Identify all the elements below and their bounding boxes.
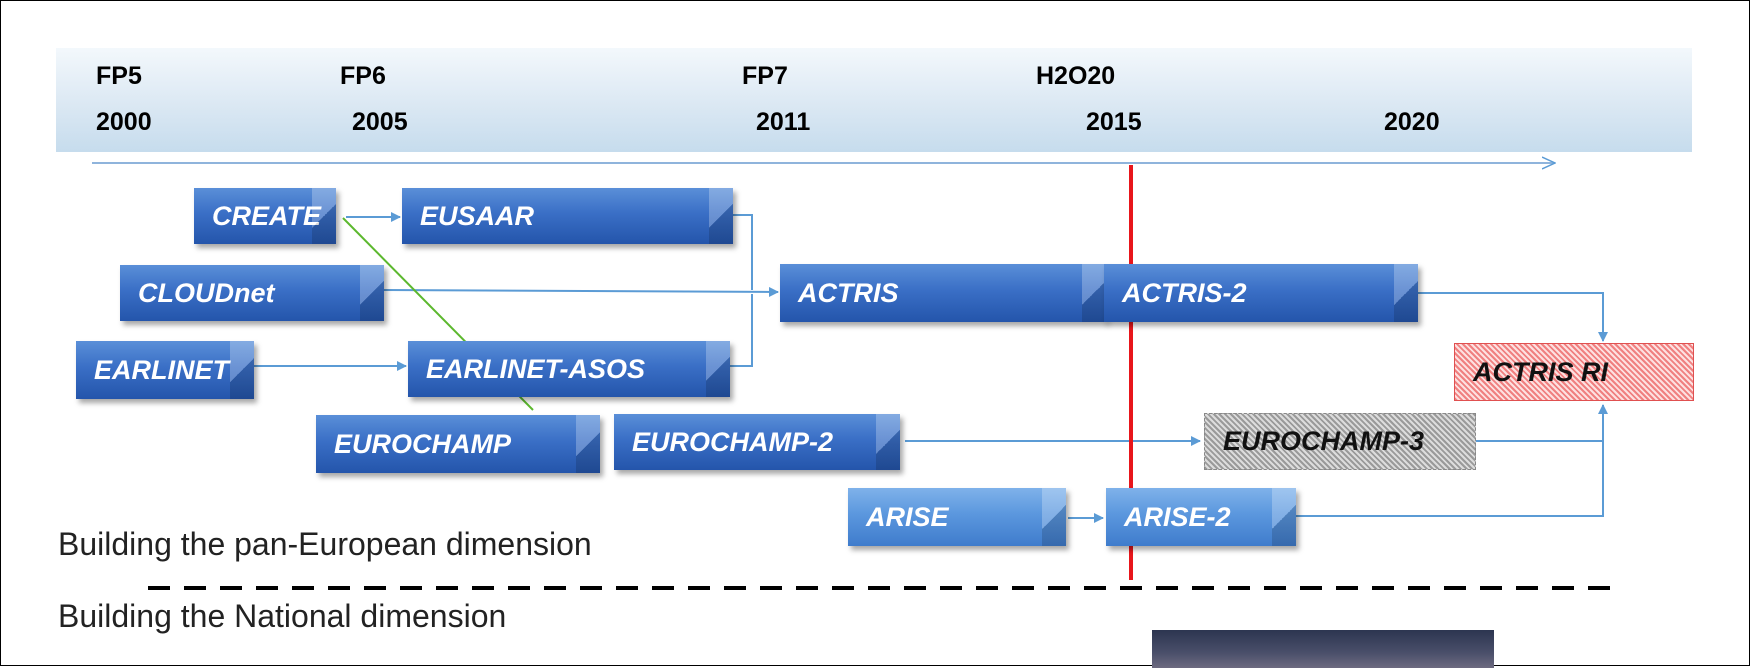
caption-pan-european: Building the pan-European dimension	[58, 526, 592, 562]
project-label: EUROCHAMP-2	[632, 426, 834, 457]
project-label: EARLINET	[94, 354, 229, 385]
project-box-eurochamp: EUROCHAMP	[316, 415, 600, 473]
programme-label-fp7: FP7	[742, 62, 788, 90]
actris2-to-actris-ri-connector	[1418, 292, 1608, 342]
caption-national: Building the National dimension	[58, 598, 507, 634]
project-box-eurochamp-2: EUROCHAMP-2	[614, 414, 900, 470]
project-label: EUROCHAMP	[334, 428, 512, 459]
project-label: ACTRIS-2	[1122, 277, 1247, 308]
project-box-actris-2: ACTRIS-2	[1104, 264, 1418, 322]
year-label-2000: 2000	[96, 108, 152, 136]
year-label-2015: 2015	[1086, 108, 1142, 136]
project-box-arise: ARISE	[848, 488, 1066, 546]
project-label: EUSAAR	[420, 200, 535, 231]
project-box-earlinet: EARLINET	[76, 341, 254, 399]
project-label: ARISE	[866, 501, 949, 532]
project-box-eurochamp-3: EUROCHAMP-3	[1204, 413, 1476, 470]
programme-label-fp5: FP5	[96, 62, 142, 90]
project-box-cloudnet: CLOUDnet	[120, 265, 384, 321]
eusaar-to-actris-connector	[733, 214, 753, 290]
photo-thumbnail	[1152, 630, 1494, 668]
project-label: ACTRIS	[798, 277, 899, 308]
project-label: EUROCHAMP-3	[1223, 426, 1425, 456]
project-label: EARLINET-ASOS	[426, 353, 646, 384]
project-box-eusaar: EUSAAR	[402, 188, 733, 244]
cloudnet-to-actris-arrow	[383, 286, 779, 297]
project-label: ARISE-2	[1124, 501, 1231, 532]
timeline-band	[56, 48, 1692, 152]
project-box-create: CREATE	[194, 188, 336, 244]
eurochamp3-to-actris-ri-connector	[1476, 404, 1608, 442]
year-label-2011: 2011	[756, 108, 811, 136]
project-box-actris-ri: ACTRIS RI	[1454, 343, 1694, 401]
year-label-2020: 2020	[1384, 108, 1440, 136]
project-label: CLOUDnet	[138, 277, 275, 308]
project-label: CREATE	[212, 200, 322, 231]
project-box-arise-2: ARISE-2	[1106, 488, 1296, 546]
project-box-actris: ACTRIS	[780, 264, 1106, 322]
arise2-to-actris-ri-connector	[1296, 441, 1604, 517]
programme-label-fp6: FP6	[340, 62, 386, 90]
asos-to-actris-connector	[730, 294, 753, 367]
year-label-2005: 2005	[352, 108, 408, 136]
project-box-earlinet-asos: EARLINET-ASOS	[408, 341, 730, 397]
programme-label-h2020: H2O20	[1036, 62, 1116, 90]
project-label: ACTRIS RI	[1473, 356, 1608, 387]
